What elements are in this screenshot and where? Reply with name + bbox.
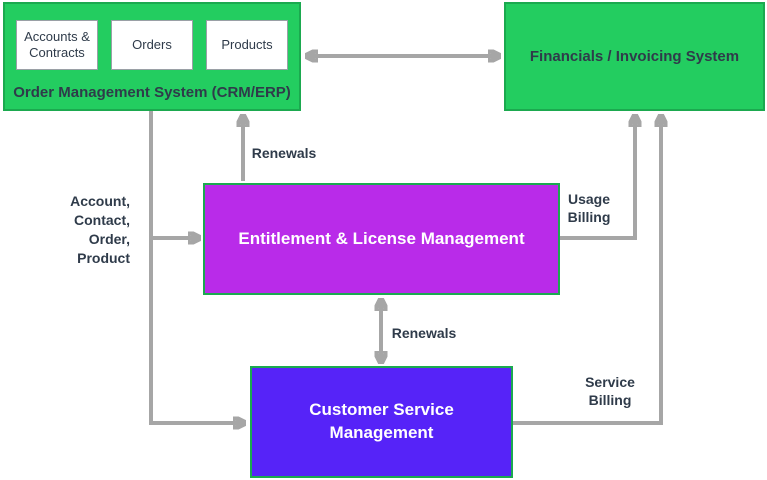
accounts-contracts-label: Accounts & Contracts bbox=[24, 28, 90, 60]
order-management-title: Order Management System (CRM/ERP) bbox=[13, 84, 291, 101]
renewals-middle-label: Renewals bbox=[391, 325, 457, 341]
financials-label: Financials / Invoicing System bbox=[529, 48, 740, 65]
orders-label: Orders bbox=[132, 36, 172, 52]
oms-subsystems-row: Accounts & Contracts Orders Products bbox=[16, 20, 288, 70]
arrow-oms-to-customer-service bbox=[149, 111, 244, 423]
entitlement-label: Entitlement & License Management bbox=[238, 228, 525, 248]
products-label: Products bbox=[221, 36, 273, 52]
order-management-box: Accounts & Contracts Orders Products Ord… bbox=[3, 2, 301, 111]
entitlement-box: Entitlement & License Management bbox=[203, 183, 560, 295]
renewals-top-label: Renewals bbox=[251, 145, 317, 161]
customer-service-label: Customer Service Management bbox=[309, 400, 454, 442]
financials-box: Financials / Invoicing System bbox=[504, 2, 765, 111]
products-box: Products bbox=[206, 20, 288, 70]
arrow-service-billing-to-financials bbox=[513, 116, 661, 425]
service-billing-label: Service Billing bbox=[585, 374, 635, 408]
usage-billing-label: Usage Billing bbox=[567, 191, 611, 225]
accounts-contracts-box: Accounts & Contracts bbox=[16, 20, 98, 70]
customer-service-box: Customer Service Management bbox=[250, 366, 513, 478]
account-contact-order-product-label: Account, Contact, Order, Product bbox=[70, 193, 130, 266]
arrow-usage-billing-to-financials bbox=[560, 116, 635, 240]
orders-box: Orders bbox=[111, 20, 193, 70]
